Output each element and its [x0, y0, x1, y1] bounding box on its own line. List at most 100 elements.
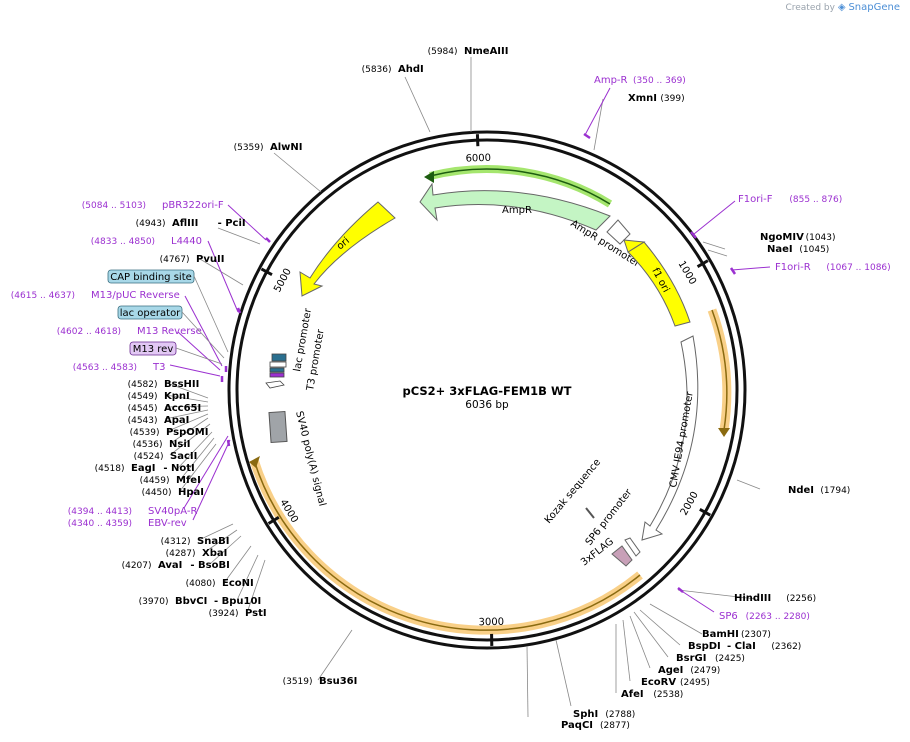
- plasmid-length: 6036 bp: [465, 399, 509, 411]
- primer-coord: (1067 .. 1086): [826, 263, 890, 273]
- site-coord: (2495): [680, 678, 710, 688]
- site-coord: (4459): [140, 476, 170, 486]
- site-name: AhdI: [398, 64, 424, 75]
- lac-operator-block: [269, 361, 287, 368]
- leader-lines: [164, 57, 761, 718]
- site-name: EcoRV: [641, 677, 676, 688]
- site-bspdi: BspDI- ClaI(2362): [688, 641, 801, 652]
- site-coord: (5836): [362, 65, 392, 75]
- primer-coord: (4563 .. 4583): [73, 363, 137, 373]
- site-coord: (5359): [234, 143, 264, 153]
- site-name: SacII: [170, 451, 197, 462]
- site-coord: (2425): [715, 654, 745, 664]
- backbone-outer-strand: [227, 130, 747, 650]
- primer-coord: (350 .. 369): [633, 76, 686, 86]
- site-name: NmeAIII: [464, 46, 508, 57]
- site-nsii: (4536)NsiI: [133, 439, 191, 450]
- primer-coord: (4833 .. 4850): [91, 237, 155, 247]
- site-bsrgi: BsrGI (2425): [676, 653, 745, 664]
- t3-promoter-block: [265, 380, 285, 389]
- site-coord: (4518): [95, 464, 125, 474]
- site-coord: (2538): [653, 690, 683, 700]
- f1-ori-feature: [627, 241, 691, 327]
- orf-right-highlight-arc: [707, 308, 732, 431]
- site-name: AgeI: [658, 665, 683, 676]
- site-bsu36i: (3519)Bsu36I: [283, 676, 358, 687]
- site-coord: (4312): [161, 537, 191, 547]
- orf-right-arrow-head: [718, 428, 730, 437]
- site-coord: (2307): [741, 630, 771, 640]
- site-name-extra: - ClaI: [727, 641, 756, 652]
- created-by-brand: Created by ◈ SnapGene: [785, 2, 900, 13]
- ampr-feature: [419, 182, 611, 231]
- tick-label: 5000: [272, 267, 294, 295]
- site-name: HpaI: [178, 487, 204, 498]
- site-name: ApaI: [164, 415, 189, 426]
- site-coord: (2788): [605, 710, 635, 720]
- site-coord: (2256): [786, 594, 816, 604]
- label-text: lac operator: [120, 308, 181, 319]
- ori-feature: [299, 201, 396, 297]
- site-econi: (4080)EcoNI: [186, 578, 254, 589]
- primer-m13-puc-reverse: (4615 .. 4637)M13/pUC Reverse: [11, 290, 180, 301]
- boxed-leader: [181, 311, 225, 359]
- site-name: BspDI: [688, 641, 721, 652]
- site-name: NaeI: [767, 244, 793, 255]
- site-name: AlwNI: [270, 142, 303, 153]
- site-coord: (3519): [283, 677, 313, 687]
- site-name: BbvCI: [175, 596, 207, 607]
- site-avai: (4207)AvaI- BsoBI: [122, 560, 230, 571]
- primer-f1ori-r: F1ori-R(1067 .. 1086): [775, 262, 891, 273]
- site-coord: (4287): [166, 549, 196, 559]
- tick-label: 6000: [465, 153, 491, 165]
- site-coord: (4207): [122, 561, 152, 571]
- primer-name: M13/pUC Reverse: [91, 290, 180, 301]
- site-name: XbaI: [202, 548, 227, 559]
- primer-l4440: (4833 .. 4850)L4440: [91, 236, 202, 247]
- site-bsshii: (4582)BssHII: [128, 379, 200, 390]
- site-pvuii: (4767)PvuII: [160, 254, 225, 265]
- backbone-inner-strand: [235, 138, 739, 642]
- site-coord: (4450): [142, 488, 172, 498]
- site-name: AfeI: [621, 689, 644, 700]
- site-name: SnaBI: [197, 536, 229, 547]
- primer-pbr322ori-f: (5084 .. 5103) pBR322ori-F: [82, 200, 224, 211]
- primer-name: Amp-R: [594, 75, 628, 86]
- site-mfei: (4459)MfeI: [140, 475, 201, 486]
- cap-site-block: [269, 367, 285, 373]
- site-name: NdeI: [788, 485, 814, 496]
- tick-label: 2000: [679, 490, 701, 518]
- site-name: BssHII: [164, 379, 199, 390]
- primer-name: EBV-rev: [148, 518, 187, 529]
- kozak-feature: [585, 507, 595, 519]
- m13-rev-block: [269, 372, 285, 378]
- site-afei: AfeI (2538): [621, 689, 683, 700]
- site-nmeaiii: (5984)NmeAIII: [428, 46, 509, 57]
- site-sphi: SphI(2788): [573, 709, 635, 720]
- site-name: PvuII: [196, 254, 224, 265]
- ampr-promoter-feature: [606, 219, 631, 245]
- primer-coord: (5084 .. 5103): [82, 201, 146, 211]
- site-name: BsrGI: [676, 653, 706, 664]
- site-coord: (2877): [600, 721, 630, 731]
- f1-ori-arrow-head: [623, 239, 646, 253]
- orf-arrow-head: [249, 456, 260, 468]
- orf-right-line-arc: [711, 309, 728, 431]
- site-pspomi: (4539)PspOMI: [130, 427, 209, 438]
- site-ecorv: EcoRV (2495): [641, 677, 710, 688]
- site-coord: (399): [660, 94, 684, 104]
- site-sacii: (4524)SacII: [134, 451, 198, 462]
- primer-marks: [220, 132, 737, 593]
- primer-name: pBR322ori-F: [162, 200, 224, 211]
- primer-coord: (4394 .. 4413): [68, 507, 132, 517]
- primer-leaders: [169, 87, 771, 613]
- site-hpai: (4450) HpaI: [142, 487, 204, 498]
- enzyme-site-labels: (5984)NmeAIII(5836)AhdI(5359)AlwNI(4943)…: [95, 46, 851, 731]
- site-name: AflIII: [172, 218, 198, 229]
- primer-amp-r: Amp-R (350 .. 369): [594, 75, 686, 86]
- site-coord: (3924): [209, 609, 239, 619]
- site-psti: (3924)PstI: [209, 608, 267, 619]
- site-coord: (3970): [139, 597, 169, 607]
- tick-5000: [260, 267, 273, 276]
- site-name: NsiI: [169, 439, 190, 450]
